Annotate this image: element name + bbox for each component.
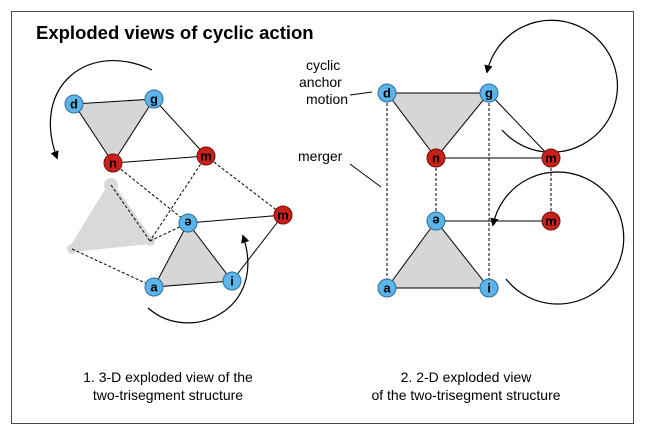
node-n: n [103,153,123,173]
diagram-title: Exploded views of cyclic action [36,22,314,43]
caption-right-line1: 2. 2-D exploded view [401,369,533,385]
leader-cyclic [349,91,373,96]
caption-left-line1: 1. 3-D exploded view of the [83,369,253,385]
lower-triangle-2d [386,220,491,289]
node-m: m [541,148,561,168]
edge-n-m [112,155,207,164]
svg-text:e: e [432,214,439,229]
left-3d-view: d g n m e m a i [49,60,293,324]
node-m: m [273,205,293,225]
svg-text:e: e [184,216,191,231]
node-m: m [541,211,561,231]
caption-left-line2: two-trisegment structure [93,387,243,403]
label-merger: merger [298,148,343,164]
svg-text:i: i [487,281,491,296]
edge-e-m [187,214,284,224]
node-a: a [144,277,164,297]
node-e: e [426,211,446,231]
upper-triangle [73,98,155,164]
svg-text:i: i [230,274,234,289]
svg-text:d: d [70,97,78,112]
anchor-circle-upper [484,19,619,153]
svg-text:g: g [150,92,158,107]
node-g: g [479,83,499,103]
cyclic-arc-upper [49,60,153,160]
svg-text:m: m [200,149,212,164]
svg-text:g: g [485,86,493,101]
svg-text:m: m [545,151,557,166]
edge-g-m [153,98,207,157]
svg-text:m: m [277,208,289,223]
svg-text:a: a [383,281,391,296]
right-2d-view: d g n m e m a i cyclic [298,19,625,305]
label-cyclic-line2: anchor [299,74,342,90]
cyclic-arc-lower [147,234,250,324]
label-cyclic-line3: motion [306,91,348,107]
caption-right-line2: of the two-trisegment structure [371,387,560,403]
svg-text:d: d [383,86,391,101]
upper-triangle-2d [385,92,491,159]
node-m: m [196,146,216,166]
svg-text:n: n [109,156,117,171]
leader-merger [349,163,382,188]
lower-triangle [153,222,233,288]
svg-text:a: a [150,280,158,295]
label-cyclic-line1: cyclic [306,57,340,73]
edge-i-m [231,214,284,282]
svg-text:m: m [545,214,557,229]
svg-text:n: n [432,151,440,166]
dashed-verticals [386,93,552,288]
anchor-circle-lower [490,171,625,305]
node-a: a [377,278,397,298]
node-i: i [479,278,499,298]
node-g: g [144,89,164,109]
node-d: d [377,83,397,103]
ghost-triangle [69,182,153,252]
edge-g-m-2d [488,92,552,159]
node-d: d [64,94,84,114]
node-n: n [426,148,446,168]
node-i: i [222,271,242,291]
node-e: e [178,213,198,233]
